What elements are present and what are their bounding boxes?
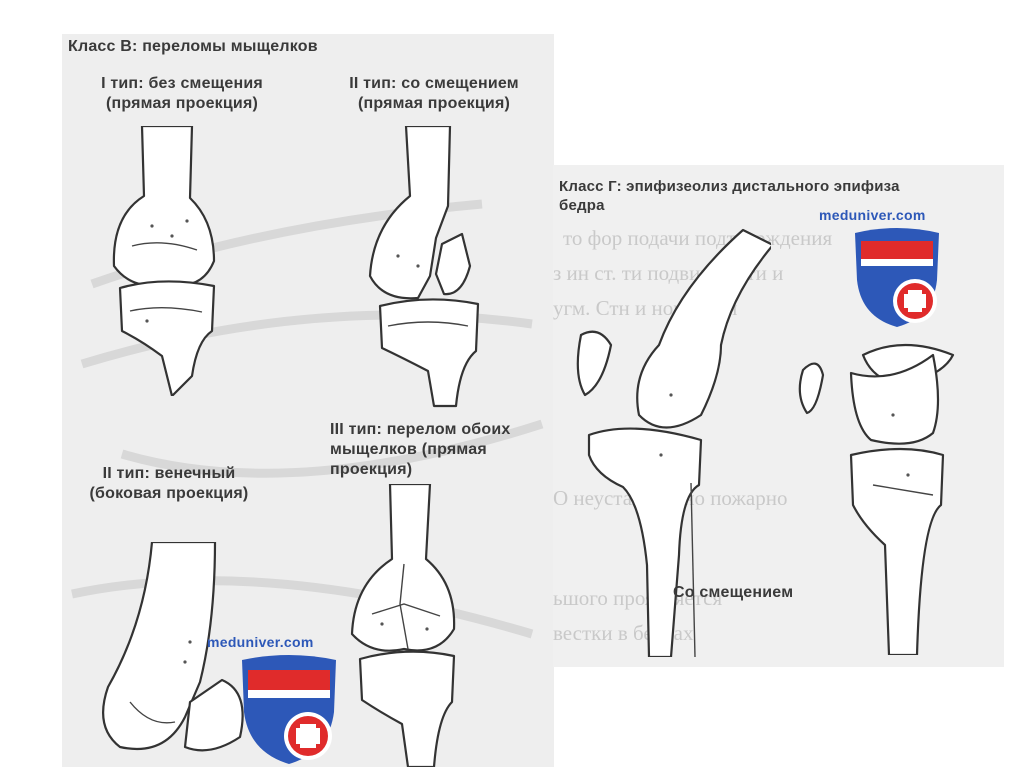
epiphysiolysis-right-illustration (798, 343, 955, 655)
meduniver-watermark-text-2: meduniver.com (819, 207, 926, 223)
knee-type1-illustration (112, 126, 216, 396)
class-g-title: Класс Г: эпифизеолиз дистального эпифиза… (559, 178, 900, 214)
shield-logo-icon (855, 228, 939, 327)
type1-label: I тип: без смещения (прямая проекция) (101, 75, 263, 112)
meduniver-watermark-text-1: meduniver.com (207, 634, 314, 650)
type3-label: III тип: перелом обоих мыщелков (прямая … (330, 421, 511, 478)
left-illustration-panel: Класс В: переломы мыщелков I тип: без см… (62, 34, 554, 767)
shield-logo-icon (242, 655, 336, 764)
knee-type3-illustration (350, 484, 456, 767)
type2-direct-label: II тип: со смещением (прямая проекция) (349, 75, 519, 112)
right-illustration-panel: то фор подачи подтверждения з ин ст. ти … (553, 165, 1004, 667)
epiphysiolysis-left-illustration (576, 228, 771, 657)
class-b-title: Класс В: переломы мыщелков (68, 38, 318, 55)
knee-type2-lateral-illustration (102, 542, 244, 752)
type2-lateral-label: II тип: венечный (боковая проекция) (89, 465, 249, 502)
knee-type2-direct-illustration (368, 126, 480, 408)
displacement-caption: Со смещением (673, 584, 794, 601)
